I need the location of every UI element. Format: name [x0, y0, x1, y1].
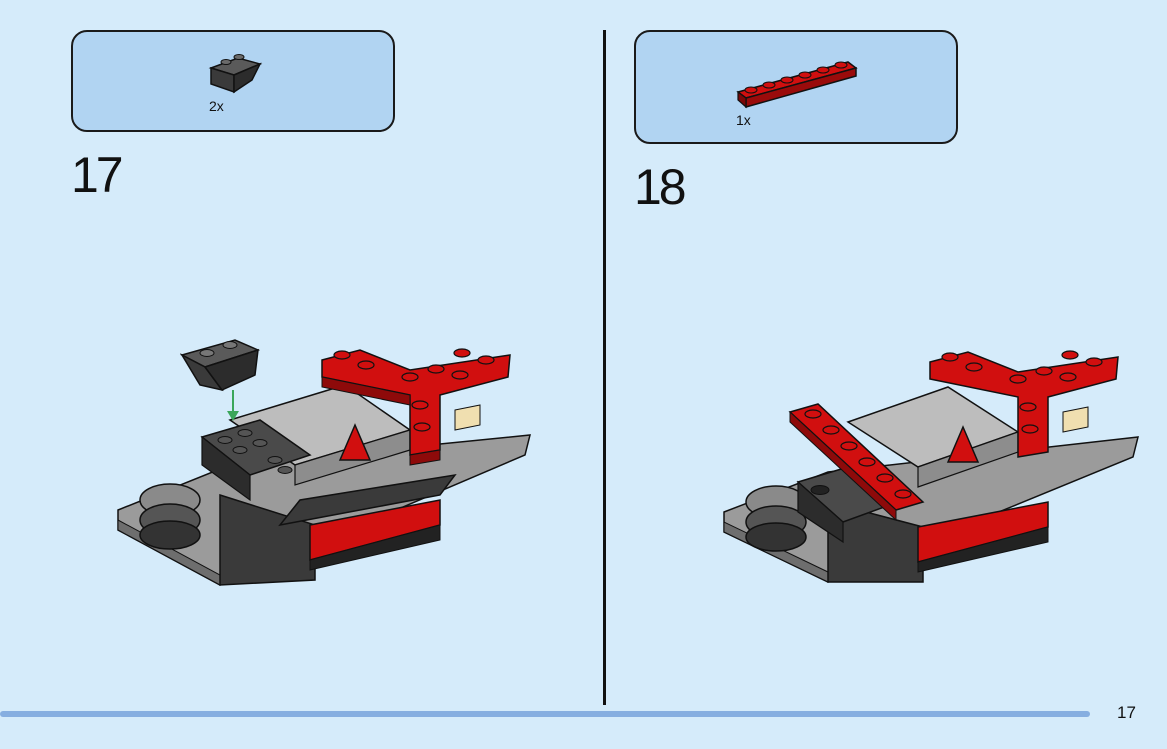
step-18-assembly-illustration — [723, 350, 1139, 583]
parts-callout-step-17: 2x — [71, 30, 395, 132]
step-divider — [603, 30, 606, 705]
step-number: 17 — [71, 147, 124, 203]
part-quantity: 2x — [209, 98, 224, 114]
red-1x6-plate-icon — [736, 61, 858, 109]
step-number: 18 — [634, 159, 687, 215]
step-17-assembly-illustration — [117, 339, 531, 586]
parts-callout-step-18: 1x — [634, 30, 958, 144]
part-quantity: 1x — [736, 112, 751, 128]
page-number: 17 — [1117, 703, 1136, 722]
footer-bar — [0, 711, 1090, 717]
falling-slope-brick — [179, 339, 261, 392]
dark-gray-inverted-slope-brick-icon — [208, 54, 263, 94]
